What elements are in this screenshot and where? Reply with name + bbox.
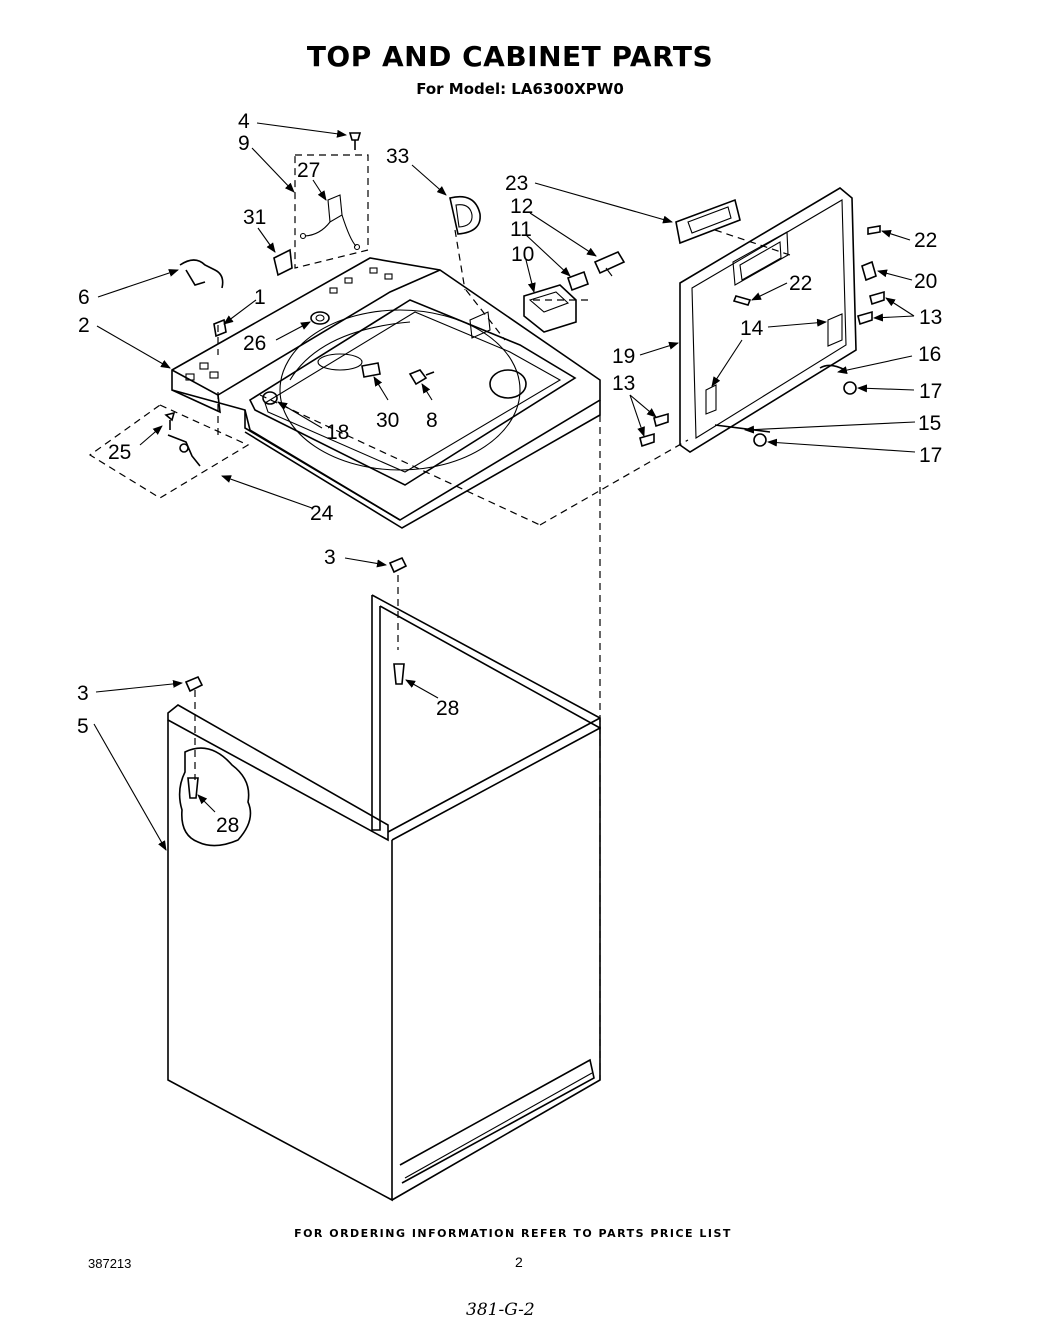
callout-25: 25: [108, 441, 131, 464]
callout-9: 9: [238, 132, 250, 155]
callout-8: 8: [426, 409, 438, 432]
model-subtitle: For Model: LA6300XPW0: [416, 80, 624, 98]
callout-17-top: 17: [919, 380, 942, 403]
lid-assembly: [675, 187, 857, 453]
callout-33: 33: [386, 145, 409, 168]
callout-5: 5: [77, 715, 89, 738]
callout-17-bottom: 17: [919, 444, 942, 467]
callout-16: 16: [918, 343, 941, 366]
callout-30: 30: [376, 409, 399, 432]
callout-14: 14: [740, 317, 764, 340]
callout-27: 27: [297, 159, 320, 182]
page-title: TOP AND CABINET PARTS: [306, 40, 714, 73]
page-number: 2: [515, 1254, 523, 1270]
callout-2: 2: [78, 314, 90, 337]
washer-top-assembly: [171, 257, 601, 529]
callout-15: 15: [918, 412, 941, 435]
callout-6: 6: [78, 286, 90, 309]
callout-20: 20: [914, 270, 937, 293]
callout-24: 24: [310, 502, 334, 525]
callout-3-top: 3: [324, 546, 336, 569]
callout-13-left: 13: [612, 372, 635, 395]
callout-1: 1: [254, 286, 266, 309]
callout-31: 31: [243, 206, 266, 229]
callout-labels: 4 9 27 33 31 23 12 11 10 22 22 20 13 6 1…: [77, 110, 942, 837]
callout-23: 23: [505, 172, 528, 195]
callout-11: 11: [510, 218, 532, 241]
callout-22-top: 22: [914, 229, 937, 252]
callout-28-bottom: 28: [216, 814, 239, 837]
callout-22-mid: 22: [789, 272, 812, 295]
callout-12: 12: [510, 195, 533, 218]
callout-3-left: 3: [77, 682, 89, 705]
callout-leaders: [93, 122, 916, 851]
callout-28-top: 28: [436, 697, 459, 720]
callout-26: 26: [243, 332, 266, 355]
document-number: 387213: [88, 1256, 132, 1271]
callout-13-right: 13: [919, 306, 942, 329]
ordering-note: FOR ORDERING INFORMATION REFER TO PARTS …: [294, 1227, 732, 1240]
small-parts: [164, 132, 885, 799]
assembly-guide-lines: [88, 154, 791, 1080]
callout-18: 18: [326, 421, 349, 444]
callout-4: 4: [238, 110, 250, 133]
callout-19: 19: [612, 345, 635, 368]
cabinet-body: [167, 594, 601, 1202]
handwritten-note: 381-G-2: [466, 1300, 535, 1320]
callout-10: 10: [511, 243, 534, 266]
